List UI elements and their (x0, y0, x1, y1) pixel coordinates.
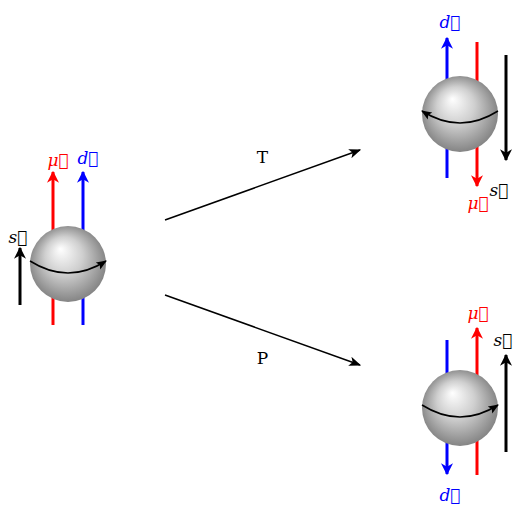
particle-sphere (422, 370, 498, 446)
particle-sphere (30, 226, 106, 302)
rotation-arrow (422, 405, 498, 417)
vector-label: μ⃗ (467, 303, 488, 323)
particle: d⃗ μ⃗s⃗ (425, 8, 512, 216)
spin-arrow (505, 55, 508, 160)
particle: s⃗ μ⃗ d⃗ (8, 140, 114, 335)
rotation-arrow (30, 261, 106, 273)
spin-arrow (505, 355, 508, 452)
rotation-arrow (422, 111, 498, 123)
vector-label: d⃗ (439, 485, 460, 505)
vector-label: s⃗ (494, 330, 513, 350)
vector-label: s⃗ (490, 180, 509, 200)
transformation-label: P (257, 348, 268, 368)
vector-label: s⃗ (9, 227, 28, 247)
particle: μ⃗ s⃗ d⃗ (425, 300, 512, 508)
vector-label: μ⃗ (467, 193, 488, 213)
spin-arrow (19, 248, 22, 305)
vector-label: μ⃗ (47, 150, 68, 170)
vector-label: d⃗ (439, 12, 460, 32)
vector-label: d⃗ (77, 148, 98, 168)
particle-sphere (422, 76, 498, 152)
transformation-label: T (257, 147, 268, 167)
